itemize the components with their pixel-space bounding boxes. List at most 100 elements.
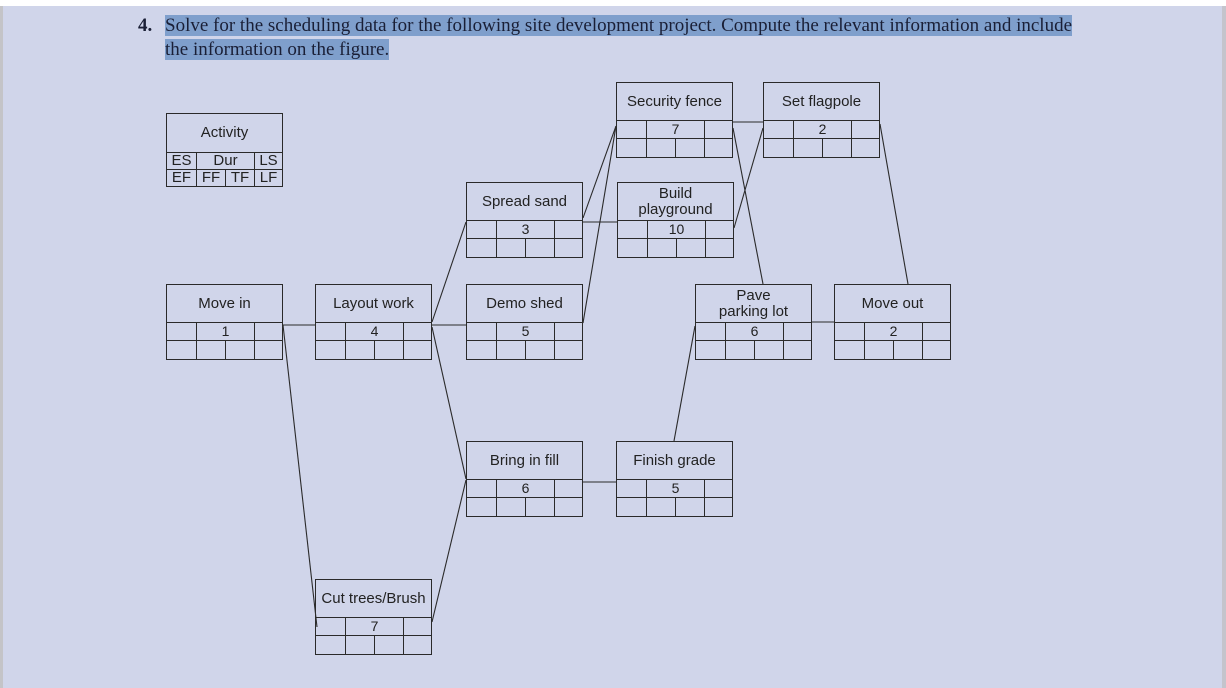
ff-cell[interactable]: [497, 498, 526, 516]
lf-cell[interactable]: [923, 341, 950, 359]
ef-cell[interactable]: [467, 341, 497, 359]
ff-cell[interactable]: [197, 341, 226, 359]
es-cell[interactable]: [467, 221, 497, 238]
es-cell[interactable]: [835, 323, 865, 340]
ff-cell[interactable]: [647, 498, 676, 516]
question-text-line-1[interactable]: Solve for the scheduling data for the fo…: [165, 15, 1072, 36]
es-cell[interactable]: [617, 121, 647, 138]
tf-cell[interactable]: [526, 341, 555, 359]
ff-cell[interactable]: [648, 239, 677, 257]
activity-name: Finish grade: [617, 442, 732, 480]
activity-name: Cut trees/Brush: [316, 580, 431, 618]
lf-cell[interactable]: [255, 341, 282, 359]
ls-cell[interactable]: [555, 221, 582, 238]
legend-ls: LS: [259, 152, 278, 169]
ff-cell[interactable]: [346, 636, 375, 654]
duration-cell: 5: [647, 480, 705, 497]
es-cell[interactable]: [467, 480, 497, 497]
legend-title: Activity: [167, 114, 282, 153]
duration-cell: 6: [726, 323, 784, 340]
ls-cell[interactable]: [555, 480, 582, 497]
lf-cell[interactable]: [555, 341, 582, 359]
lf-cell[interactable]: [404, 341, 431, 359]
ef-cell[interactable]: [167, 341, 197, 359]
tf-cell[interactable]: [676, 139, 705, 157]
scrollbar[interactable]: [1222, 6, 1226, 688]
ef-cell[interactable]: [467, 498, 497, 516]
left-page-edge: [0, 6, 3, 688]
ls-cell[interactable]: [705, 121, 732, 138]
ls-cell[interactable]: [255, 323, 282, 340]
tf-cell[interactable]: [677, 239, 706, 257]
es-cell[interactable]: [618, 221, 648, 238]
legend-ef: EF: [167, 170, 197, 186]
ff-cell[interactable]: [647, 139, 676, 157]
tf-cell[interactable]: [526, 239, 555, 257]
ls-cell[interactable]: [404, 323, 431, 340]
activity-build-playground: Build playground 10: [617, 182, 734, 258]
es-cell[interactable]: [467, 323, 497, 340]
ff-cell[interactable]: [865, 341, 894, 359]
ff-cell[interactable]: [497, 239, 526, 257]
activity-name: Layout work: [316, 285, 431, 323]
es-cell[interactable]: [696, 323, 726, 340]
tf-cell[interactable]: [894, 341, 923, 359]
duration-cell: 2: [865, 323, 923, 340]
activity-name: Security fence: [617, 83, 732, 121]
activity-name: Move in: [167, 285, 282, 323]
ef-cell[interactable]: [618, 239, 648, 257]
lf-cell[interactable]: [404, 636, 431, 654]
tf-cell[interactable]: [755, 341, 784, 359]
ls-cell[interactable]: [784, 323, 811, 340]
tf-cell[interactable]: [823, 139, 852, 157]
activity-name: Demo shed: [467, 285, 582, 323]
ls-cell[interactable]: [923, 323, 950, 340]
duration-cell: 7: [346, 618, 404, 635]
ef-cell[interactable]: [316, 636, 346, 654]
activity-name: Set flagpole: [764, 83, 879, 121]
question-number: 4.: [138, 15, 153, 36]
activity-set-flagpole: Set flagpole 2: [763, 82, 880, 158]
tf-cell[interactable]: [676, 498, 705, 516]
lf-cell[interactable]: [705, 498, 732, 516]
lf-cell[interactable]: [555, 498, 582, 516]
ls-cell[interactable]: [852, 121, 879, 138]
ef-cell[interactable]: [835, 341, 865, 359]
ff-cell[interactable]: [726, 341, 755, 359]
es-cell[interactable]: [617, 480, 647, 497]
es-cell[interactable]: [764, 121, 794, 138]
ls-cell[interactable]: [555, 323, 582, 340]
tf-cell[interactable]: [226, 341, 255, 359]
es-cell[interactable]: [167, 323, 197, 340]
ls-cell[interactable]: [705, 480, 732, 497]
ff-cell[interactable]: [497, 341, 526, 359]
lf-cell[interactable]: [705, 139, 732, 157]
ef-cell[interactable]: [764, 139, 794, 157]
legend-ff: FF: [197, 170, 226, 186]
tf-cell[interactable]: [375, 636, 404, 654]
lf-cell[interactable]: [784, 341, 811, 359]
ls-cell[interactable]: [404, 618, 431, 635]
question-text[interactable]: Solve for the scheduling data for the fo…: [165, 14, 1135, 62]
ff-cell[interactable]: [794, 139, 823, 157]
ef-cell[interactable]: [617, 139, 647, 157]
ef-cell[interactable]: [316, 341, 346, 359]
ef-cell[interactable]: [617, 498, 647, 516]
ff-cell[interactable]: [346, 341, 375, 359]
lf-cell[interactable]: [852, 139, 879, 157]
tf-cell[interactable]: [526, 498, 555, 516]
ef-cell[interactable]: [696, 341, 726, 359]
duration-cell: 6: [497, 480, 555, 497]
lf-cell[interactable]: [706, 239, 733, 257]
legend-dur: Dur: [197, 153, 255, 169]
tf-cell[interactable]: [375, 341, 404, 359]
lf-cell[interactable]: [555, 239, 582, 257]
question-text-line-2[interactable]: the information on the figure.: [165, 39, 390, 60]
activity-name: Spread sand: [467, 183, 582, 221]
duration-cell: 2: [794, 121, 852, 138]
es-cell[interactable]: [316, 618, 346, 635]
es-cell[interactable]: [316, 323, 346, 340]
ls-cell[interactable]: [706, 221, 733, 238]
ef-cell[interactable]: [467, 239, 497, 257]
